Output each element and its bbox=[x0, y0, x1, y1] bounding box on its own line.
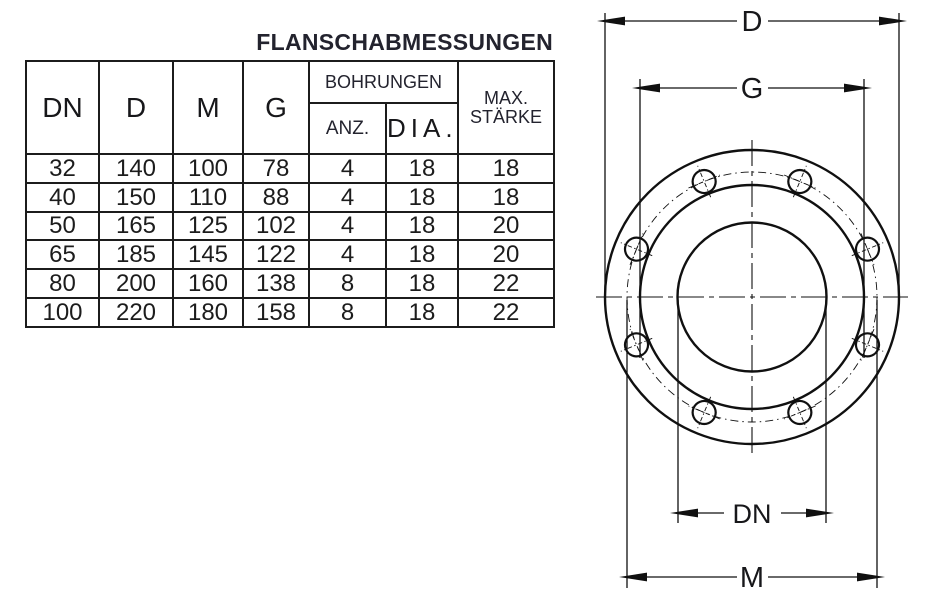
bolt-hole bbox=[783, 165, 816, 198]
cell-g: 78 bbox=[242, 153, 310, 184]
dimension-m: M bbox=[619, 300, 885, 594]
cell-max: 18 bbox=[457, 181, 556, 213]
cell-m: 110 bbox=[172, 181, 244, 213]
dimension-d: D bbox=[597, 6, 907, 300]
bore-circle bbox=[676, 221, 828, 373]
arrowhead-right bbox=[844, 83, 872, 93]
arrowhead-right bbox=[857, 572, 885, 582]
dim-label-g: G bbox=[741, 73, 764, 105]
col-header-g: G bbox=[242, 60, 310, 155]
cell-m: 160 bbox=[172, 268, 244, 300]
cell-dn: 50 bbox=[25, 210, 100, 242]
cell-dia: 18 bbox=[384, 239, 460, 271]
flange-dimensions-table: DN D M G BOHRUNGEN MAX. STÄRKE ANZ. DIA.… bbox=[25, 60, 556, 328]
max-staerke-line1: MAX. bbox=[484, 87, 529, 108]
cell-dia: 18 bbox=[384, 268, 460, 300]
cell-g: 102 bbox=[242, 210, 310, 242]
bolt-hole bbox=[851, 233, 884, 266]
cell-dia: 18 bbox=[384, 153, 460, 184]
centerlines bbox=[596, 140, 908, 458]
cell-dia: 18 bbox=[384, 181, 460, 213]
col-header-dn: DN bbox=[25, 60, 100, 155]
bolt-hole bbox=[688, 396, 721, 429]
cell-g: 138 bbox=[242, 268, 310, 300]
cell-anz: 4 bbox=[308, 239, 387, 271]
cell-anz: 4 bbox=[308, 210, 387, 242]
dim-label-d: D bbox=[742, 6, 763, 38]
cell-anz: 4 bbox=[308, 153, 387, 184]
arrowhead-left bbox=[632, 83, 660, 93]
dimension-dn: DN bbox=[670, 300, 834, 529]
table-subheader-row: ANZ. DIA. bbox=[26, 102, 554, 155]
cell-max: 22 bbox=[457, 268, 556, 300]
page-title: FLANSCHABMESSUNGEN bbox=[256, 29, 553, 55]
bolt-hole bbox=[783, 396, 816, 429]
arrowhead-right bbox=[806, 508, 834, 518]
cell-dn: 80 bbox=[25, 268, 100, 300]
bolt-hole bbox=[620, 233, 653, 266]
dim-label-m: M bbox=[740, 562, 764, 594]
dimension-g: G bbox=[632, 73, 872, 358]
table-row: 40 150 110 88 4 18 18 bbox=[25, 181, 556, 213]
cell-anz: 4 bbox=[308, 181, 387, 213]
col-header-d: D bbox=[98, 60, 174, 155]
cell-dn: 65 bbox=[25, 239, 100, 271]
cell-max: 20 bbox=[457, 239, 556, 271]
col-header-max-staerke: MAX. STÄRKE bbox=[457, 60, 556, 155]
cell-dn: 100 bbox=[25, 297, 100, 328]
cell-d: 185 bbox=[98, 239, 174, 271]
col-header-m: M bbox=[172, 60, 244, 155]
col-header-anz: ANZ. bbox=[308, 102, 387, 155]
flange-drawing: D G bbox=[560, 0, 929, 611]
cell-max: 22 bbox=[457, 297, 556, 328]
table-header-row: DN D M G BOHRUNGEN MAX. STÄRKE bbox=[25, 60, 556, 155]
bolt-holes bbox=[620, 165, 884, 429]
arrowhead-right bbox=[879, 16, 907, 26]
cell-g: 158 bbox=[242, 297, 310, 328]
arrowhead-left bbox=[597, 16, 625, 26]
cell-dn: 32 bbox=[25, 153, 100, 184]
cell-g: 88 bbox=[242, 181, 310, 213]
cell-d: 200 bbox=[98, 268, 174, 300]
table-row: 32 140 100 78 4 18 18 bbox=[25, 153, 556, 184]
dim-label-dn: DN bbox=[733, 499, 772, 529]
cell-m: 180 bbox=[172, 297, 244, 328]
bolt-circle-centerline bbox=[626, 171, 878, 423]
cell-m: 125 bbox=[172, 210, 244, 242]
table-row: 50 165 125 102 4 18 20 bbox=[25, 210, 556, 242]
cell-max: 20 bbox=[457, 210, 556, 242]
cell-dia: 18 bbox=[384, 297, 460, 328]
cell-m: 100 bbox=[172, 153, 244, 184]
cell-g: 122 bbox=[242, 239, 310, 271]
cell-d: 150 bbox=[98, 181, 174, 213]
cell-d: 220 bbox=[98, 297, 174, 328]
flange-front-view: D G bbox=[596, 6, 908, 594]
table-row: 65 185 145 122 4 18 20 bbox=[25, 239, 556, 271]
cell-m: 145 bbox=[172, 239, 244, 271]
cell-d: 165 bbox=[98, 210, 174, 242]
cell-d: 140 bbox=[98, 153, 174, 184]
bolt-hole bbox=[688, 165, 721, 198]
cell-anz: 8 bbox=[308, 297, 387, 328]
bolt-hole bbox=[620, 328, 653, 361]
cell-anz: 8 bbox=[308, 268, 387, 300]
arrowhead-left bbox=[670, 508, 698, 518]
col-header-bohrungen: BOHRUNGEN bbox=[307, 60, 460, 104]
col-header-dia: DIA. bbox=[384, 102, 460, 155]
cell-dn: 40 bbox=[25, 181, 100, 213]
table-row: 80 200 160 138 8 18 22 bbox=[25, 268, 556, 300]
table-row: 100 220 180 158 8 18 22 bbox=[25, 297, 556, 328]
max-staerke-line2: STÄRKE bbox=[470, 106, 543, 127]
cell-dia: 18 bbox=[384, 210, 460, 242]
arrowhead-left bbox=[619, 572, 647, 582]
bolt-hole bbox=[851, 328, 884, 361]
cell-max: 18 bbox=[457, 153, 556, 184]
